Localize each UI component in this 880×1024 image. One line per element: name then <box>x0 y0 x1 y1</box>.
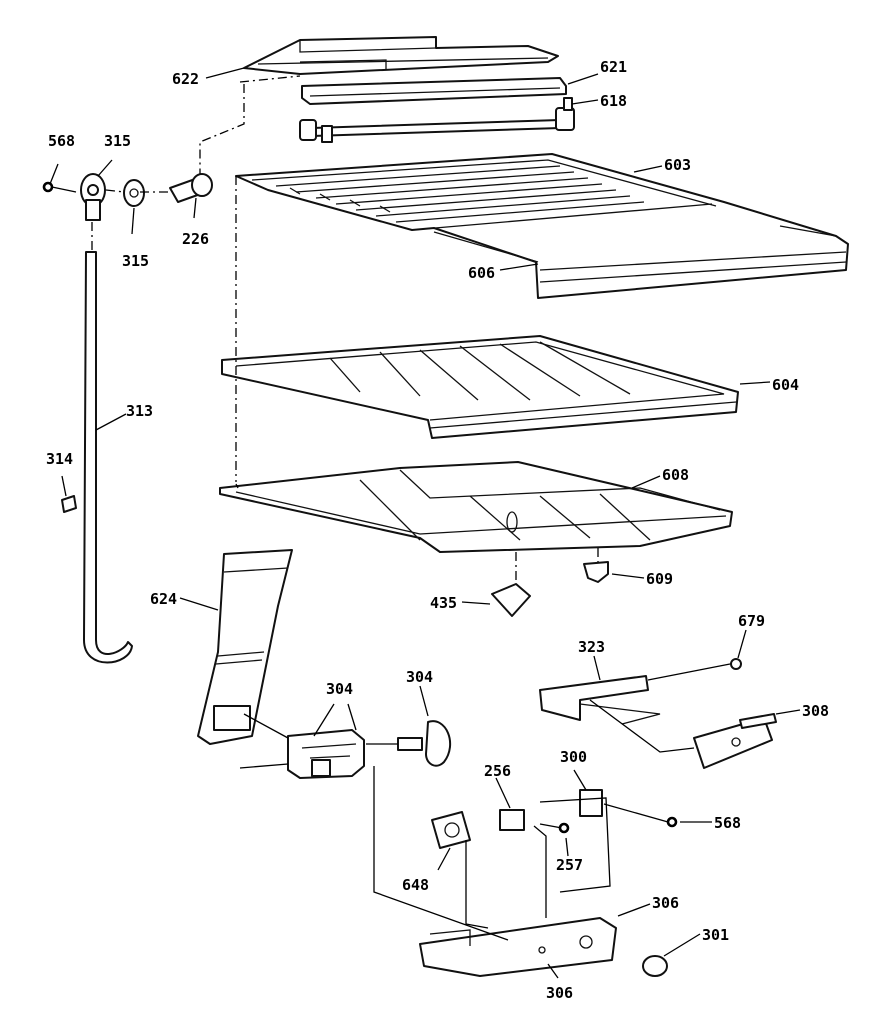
part-609-grommet <box>583 561 609 583</box>
callout-304-right: 304 <box>406 668 433 686</box>
part-256-switch <box>499 809 525 831</box>
callout-labels: 622 621 618 568 315 315 226 603 606 313 … <box>46 58 829 1002</box>
callout-301: 301 <box>702 926 729 944</box>
callout-618: 618 <box>600 92 627 110</box>
part-304-control <box>287 720 452 779</box>
part-308-plate <box>693 713 777 769</box>
part-313-rod <box>83 251 133 664</box>
part-306-housing <box>419 917 668 977</box>
assembly-lines <box>91 75 695 941</box>
callout-648: 648 <box>402 876 429 894</box>
callout-256: 256 <box>484 762 511 780</box>
callout-604: 604 <box>772 376 799 394</box>
callout-300: 300 <box>560 748 587 766</box>
callout-624: 624 <box>150 590 177 608</box>
callout-308: 308 <box>802 702 829 720</box>
part-435-cap <box>491 583 531 617</box>
part-603-evaporator-cover <box>235 153 849 299</box>
callout-621: 621 <box>600 58 627 76</box>
callout-315-top: 315 <box>104 132 131 150</box>
part-608-tray <box>219 461 733 553</box>
part-648-motor <box>431 811 471 849</box>
part-257-screw <box>539 822 570 834</box>
callout-304-left: 304 <box>326 680 353 698</box>
callout-608: 608 <box>662 466 689 484</box>
part-604-shelf <box>221 335 739 439</box>
callout-226: 226 <box>182 230 209 248</box>
callout-323: 323 <box>578 638 605 656</box>
callout-314: 314 <box>46 450 73 468</box>
callout-257: 257 <box>556 856 583 874</box>
callout-606: 606 <box>468 264 495 282</box>
part-315-knob <box>42 173 145 221</box>
callout-leaders <box>49 67 801 979</box>
callout-315-bottom: 315 <box>122 252 149 270</box>
part-323-bracket <box>539 658 742 725</box>
part-624-duct <box>197 549 293 745</box>
callout-622: 622 <box>172 70 199 88</box>
callout-568-top: 568 <box>48 132 75 150</box>
callout-568-right: 568 <box>714 814 741 832</box>
part-618-rod <box>299 97 575 143</box>
callout-313: 313 <box>126 402 153 420</box>
callout-679: 679 <box>738 612 765 630</box>
part-621-rail <box>301 77 567 105</box>
callout-435: 435 <box>430 594 457 612</box>
callout-306-bottom: 306 <box>546 984 573 1002</box>
part-622-cover <box>243 36 559 75</box>
callout-609: 609 <box>646 570 673 588</box>
callout-306-right: 306 <box>652 894 679 912</box>
part-314-clip <box>61 495 77 513</box>
part-300-switch <box>579 789 678 828</box>
part-226-sleeve <box>169 173 213 203</box>
callout-603: 603 <box>664 156 691 174</box>
